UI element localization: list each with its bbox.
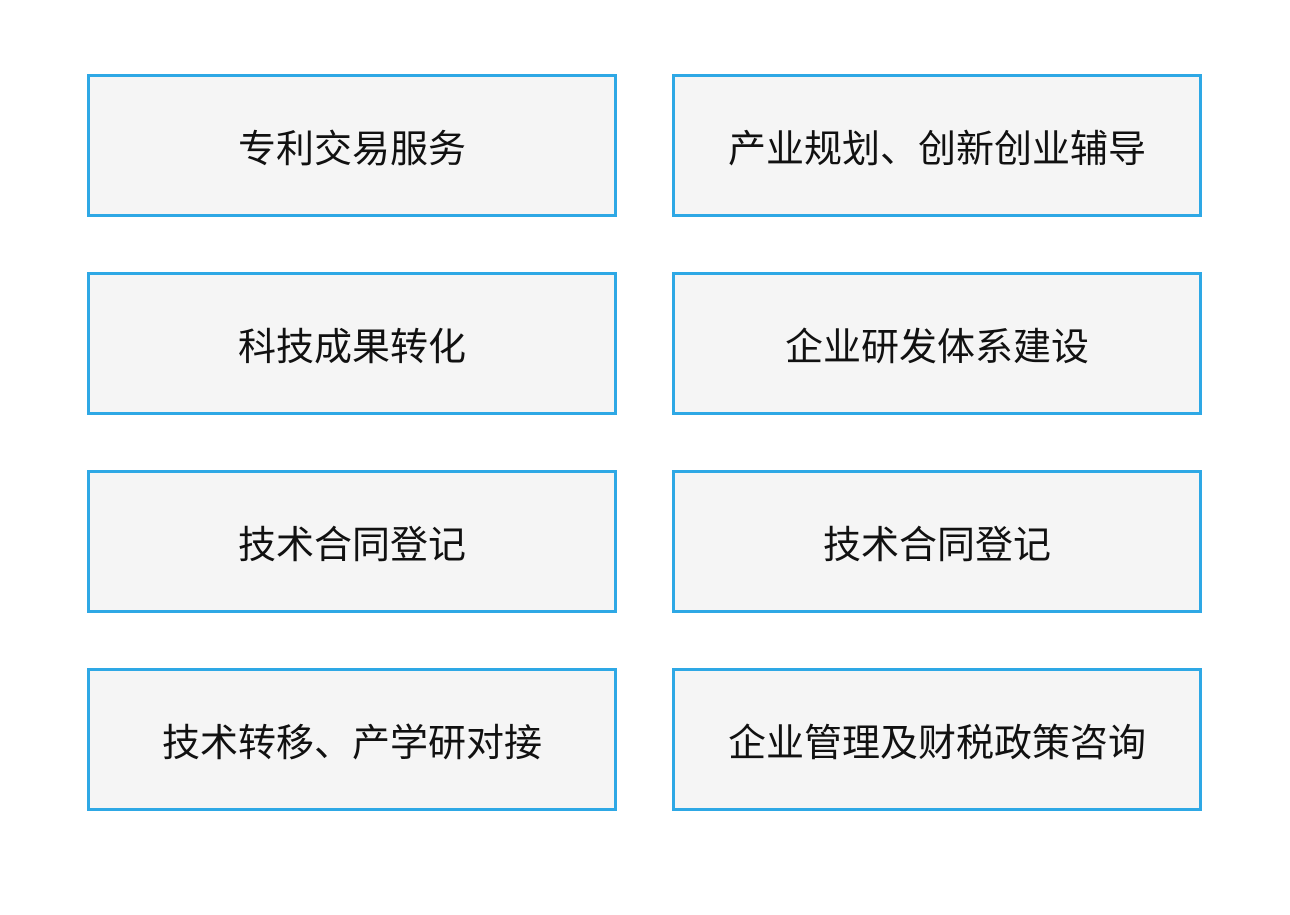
service-label: 技术转移、产学研对接 <box>161 721 542 765</box>
service-box-rd-system: 企业研发体系建设 <box>672 272 1202 415</box>
service-label: 企业研发体系建设 <box>784 325 1089 369</box>
service-label: 专利交易服务 <box>237 127 466 171</box>
service-label: 产业规划、创新创业辅导 <box>727 127 1146 171</box>
service-label: 技术合同登记 <box>237 523 466 567</box>
service-label: 科技成果转化 <box>237 325 466 369</box>
service-box-contract-registration-2: 技术合同登记 <box>672 470 1202 613</box>
service-box-industry-planning: 产业规划、创新创业辅导 <box>672 74 1202 217</box>
service-box-contract-registration: 技术合同登记 <box>87 470 617 613</box>
service-box-management-consulting: 企业管理及财税政策咨询 <box>672 668 1202 811</box>
service-box-tech-transformation: 科技成果转化 <box>87 272 617 415</box>
service-label: 企业管理及财税政策咨询 <box>727 721 1146 765</box>
service-label: 技术合同登记 <box>822 523 1051 567</box>
service-box-tech-transfer: 技术转移、产学研对接 <box>87 668 617 811</box>
service-box-patent-trading: 专利交易服务 <box>87 74 617 217</box>
